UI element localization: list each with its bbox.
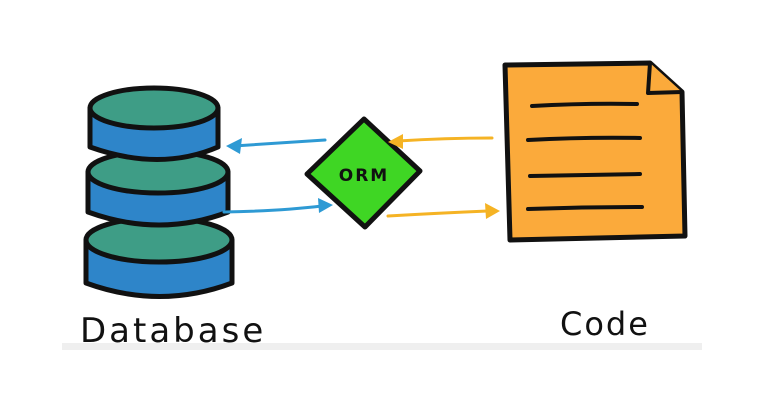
orm-node: ORM	[304, 116, 423, 230]
database-disk-middle	[85, 148, 231, 228]
code-document-folded-corner	[646, 62, 683, 95]
arrow-database-to-orm	[222, 198, 333, 214]
database-icon	[83, 85, 235, 299]
code-lines	[526, 101, 644, 211]
arrow-orm-to-code	[386, 203, 500, 219]
code-line	[528, 172, 642, 178]
whiteboard-bottom-edge	[62, 343, 702, 350]
code-line	[526, 205, 644, 211]
code-label: Code	[560, 305, 650, 343]
orm-label: ORM	[339, 166, 389, 186]
arrow-code-to-orm	[388, 134, 494, 149]
code-document-page	[502, 60, 688, 243]
code-line	[530, 101, 639, 108]
code-line	[526, 135, 642, 142]
database-disk-top	[87, 85, 221, 162]
database-disk-bottom	[83, 215, 235, 299]
database-label: Database	[80, 311, 266, 351]
arrow-orm-to-database	[226, 138, 327, 154]
code-document-icon	[502, 60, 688, 243]
orm-diamond-shape	[304, 116, 423, 230]
